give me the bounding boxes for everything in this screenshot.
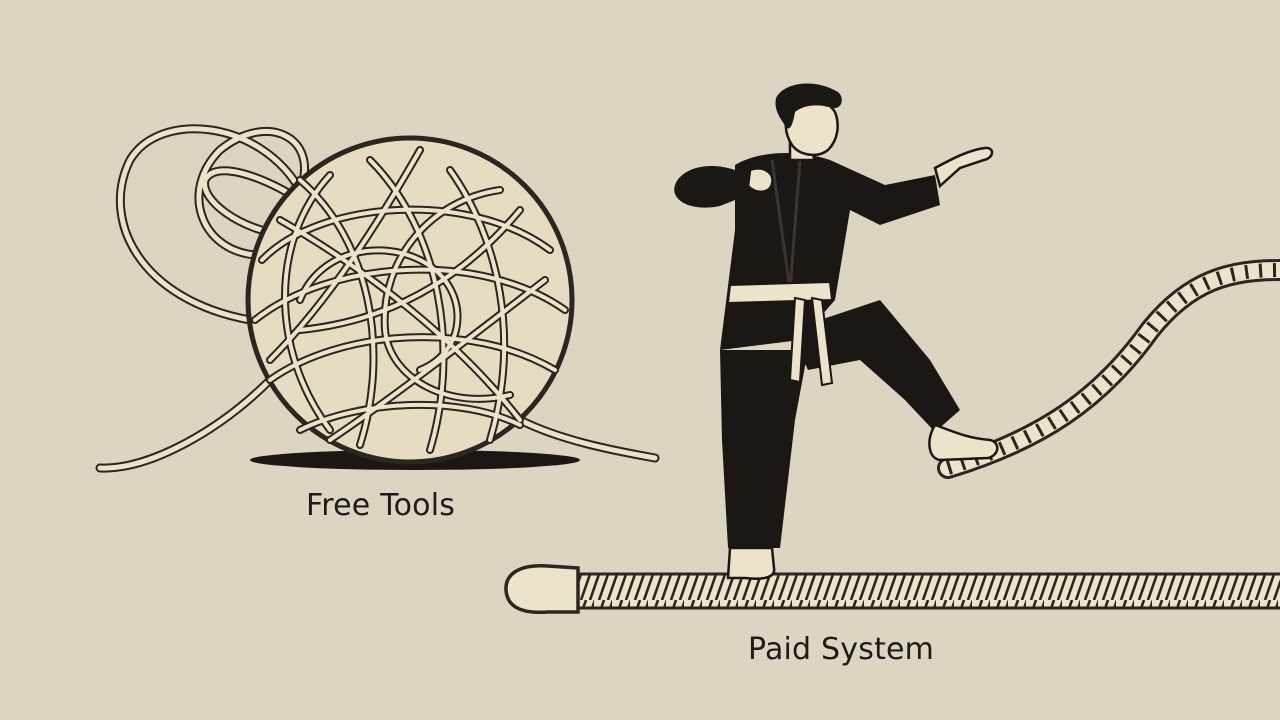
tangled-yarn-ball bbox=[95, 124, 660, 473]
horizontal-rope bbox=[504, 564, 1280, 615]
rising-rope bbox=[937, 259, 1280, 479]
free-tools-caption: Free Tools bbox=[306, 488, 456, 523]
paid-system-caption: Paid System bbox=[748, 632, 935, 667]
martial-artist bbox=[674, 83, 999, 580]
